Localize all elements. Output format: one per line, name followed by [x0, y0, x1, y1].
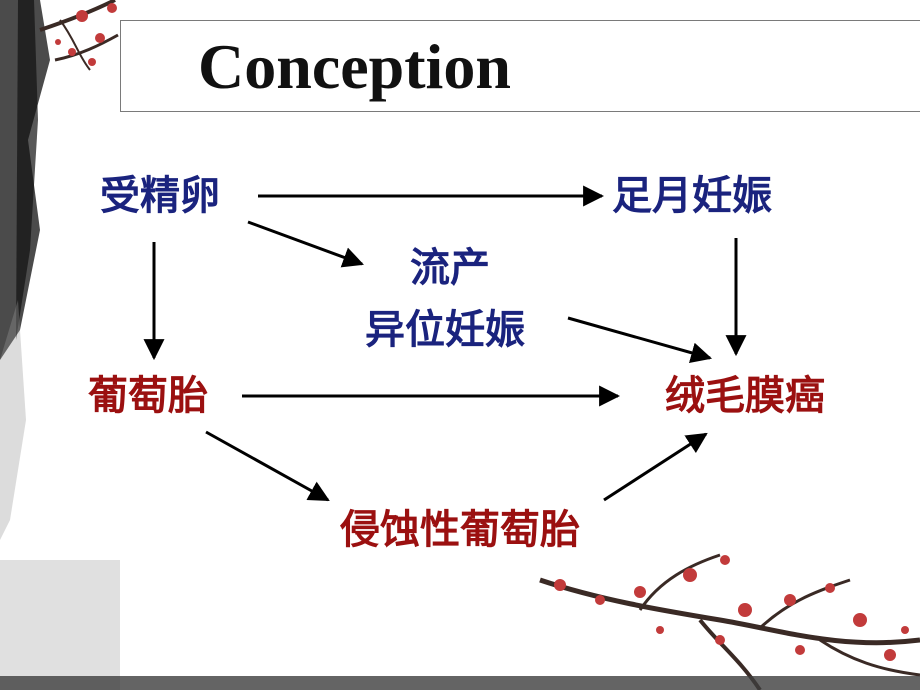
plum-blossoms-bottom-right [554, 555, 909, 661]
node-hydatidiform-mole: 葡萄胎 [88, 373, 208, 419]
slide-title: Conception [198, 31, 511, 102]
title-box [120, 20, 920, 112]
ink-tree-left [0, 0, 119, 540]
edge-ectopic-to-choriocarcinoma [567, 316, 713, 363]
edge-fertilized-egg-to-miscarriage [247, 220, 364, 268]
node-invasive-mole: 侵蚀性葡萄胎 [340, 507, 580, 553]
node-term-pregnancy: 足月妊娠 [612, 173, 772, 219]
node-fertilized-egg: 受精卵 [100, 173, 220, 219]
node-choriocarcinoma: 绒毛膜癌 [665, 373, 825, 419]
ink-shadow-left [0, 560, 120, 690]
node-miscarriage: 流产 [410, 245, 490, 291]
plum-blossoms-top-left [55, 3, 117, 66]
edge-hydatidiform-mole-to-invasive-mole [205, 430, 330, 502]
ink-strip-bottom [0, 676, 920, 690]
node-ectopic-pregnancy: 异位妊娠 [365, 307, 525, 353]
edge-invasive-mole-to-choriocarcinoma [603, 432, 708, 502]
